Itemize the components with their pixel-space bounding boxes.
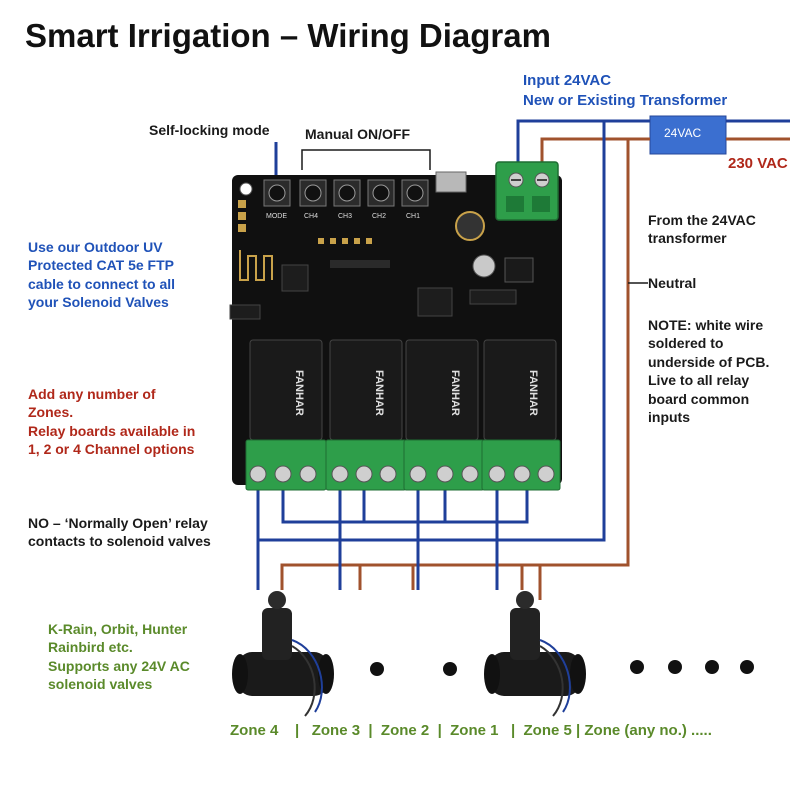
- add-zones-note: Add any number of Zones. Relay boards av…: [28, 386, 196, 458]
- transformer-label: New or Existing Transformer: [523, 92, 728, 109]
- solenoid-valve-right: [484, 591, 586, 717]
- relay-brand-1: FANHAR: [293, 370, 305, 416]
- zone-labels: Zone 4 | Zone 3 | Zone 2 | Zone 1 | Zone…: [230, 722, 712, 739]
- button-label-mode: MODE: [266, 213, 287, 220]
- wire-brown-neutral-right: [280, 139, 630, 590]
- manual-on-off-label: Manual ON/OFF: [305, 126, 410, 142]
- normally-open-note: NO – ‘Normally Open’ relay contacts to s…: [28, 515, 211, 550]
- page-title: Smart Irrigation – Wiring Diagram: [25, 17, 551, 54]
- relays: [249, 339, 557, 441]
- relay-brand-3: FANHAR: [449, 370, 461, 416]
- wire-24vac-blue-input: [516, 119, 650, 168]
- more-zones-dot: [443, 662, 457, 676]
- transformer-box-label: 24VAC: [664, 126, 702, 140]
- driver-chip: [417, 287, 453, 317]
- more-zones-dot: [668, 660, 682, 674]
- manual-bracket: [301, 149, 431, 170]
- capacitor-2: [472, 254, 496, 278]
- cable-note: Use our Outdoor UV Protected CAT 5e FTP …: [28, 239, 176, 311]
- output-terminals: [245, 439, 561, 491]
- neutral-label: Neutral: [648, 275, 697, 291]
- solenoid-valve-left: [232, 591, 334, 717]
- wire-24vac-brown-input: [540, 137, 650, 168]
- button-label-ch3: CH3: [338, 213, 352, 220]
- from-transformer-note: From the 24VAC transformer: [648, 212, 756, 247]
- pcb-antenna: [239, 250, 273, 281]
- button-label-ch2: CH2: [372, 213, 386, 220]
- more-zones-dot: [370, 662, 384, 676]
- more-zones-dot: [740, 660, 754, 674]
- relay-brand-4: FANHAR: [527, 370, 539, 416]
- button-label-ch1: CH1: [406, 213, 420, 220]
- input-24vac-label: Input 24VAC: [523, 72, 612, 89]
- self-locking-label: Self-locking mode: [149, 122, 270, 138]
- mains-voltage-label: 230 VAC: [728, 155, 788, 172]
- usb-connector: [435, 171, 467, 193]
- transformer-box: [649, 115, 727, 155]
- white-wire-note: NOTE: white wire soldered to underside o…: [648, 317, 770, 426]
- button-label-ch4: CH4: [304, 213, 318, 220]
- capacitor-1: [455, 211, 485, 241]
- header-pins: [238, 200, 372, 244]
- relay-brand-2: FANHAR: [373, 370, 385, 416]
- more-zones-dot: [705, 660, 719, 674]
- valve-brands-note: K-Rain, Orbit, Hunter Rainbird etc. Supp…: [48, 621, 190, 693]
- power-input-terminal: [495, 161, 559, 221]
- tactile-buttons: [263, 179, 429, 207]
- wire-common-bus: [281, 475, 529, 524]
- more-zones-dot: [630, 660, 644, 674]
- mcu-chip: [281, 264, 309, 292]
